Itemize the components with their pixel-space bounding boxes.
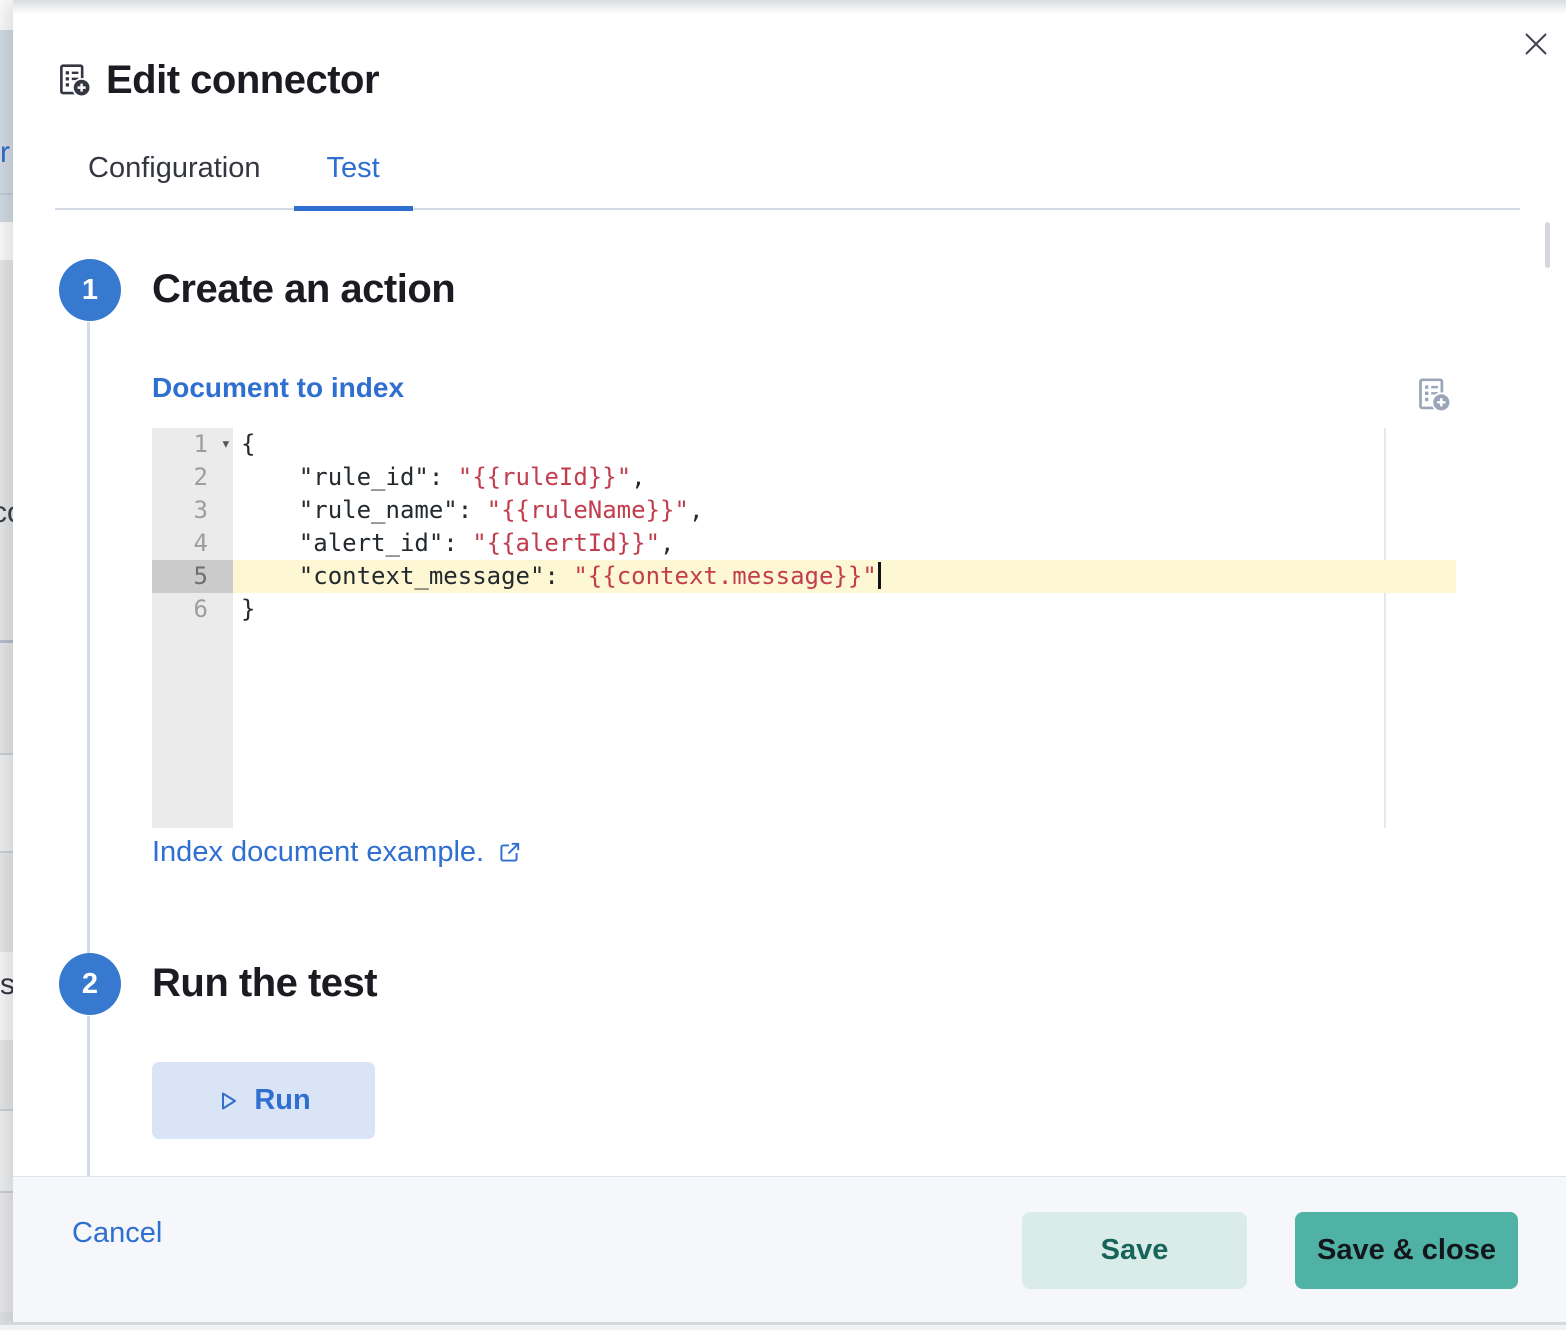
gutter-line-number[interactable]: 3 [193,496,208,524]
cancel-button[interactable]: Cancel [72,1217,163,1249]
step-1-number: 1 [59,259,121,321]
bg-block [0,1109,13,1191]
index-document-example-link[interactable]: Index document example. [152,836,522,869]
bg-block: s [0,952,13,1040]
bg-block [0,1191,13,1312]
bg-text-fragment: s [0,968,13,1001]
code-line[interactable]: "rule_name": "{{ruleName}}", [241,496,704,524]
bg-block [0,753,13,851]
code-line[interactable]: "context_message": "{{context.message}}" [233,560,1456,593]
play-icon [222,1092,237,1109]
bg-block [0,222,13,260]
gutter-line-number[interactable]: 6 [193,595,208,623]
step-connector-line [87,1016,90,1176]
scrollbar-thumb[interactable] [1545,222,1550,268]
close-button[interactable] [1510,18,1562,70]
step-2-number: 2 [59,953,121,1015]
flyout-top-shadow [13,0,1566,14]
bg-block [0,193,13,222]
flyout-footer: Cancel Save Save & close [13,1176,1566,1322]
window-bottom-strip [0,1325,1566,1330]
step-2-title: Run the test [152,961,378,1005]
flyout-header: Edit connector [57,58,380,103]
example-link-label: Index document example. [152,836,485,868]
save-button[interactable]: Save [1022,1212,1247,1289]
code-line[interactable]: { [241,430,256,458]
edit-connector-flyout: Edit connector Configuration Test 1 Creat… [13,0,1566,1330]
tabs: Configuration Test [55,128,1520,211]
gutter-line-number[interactable]: 1▾ [152,428,233,461]
tab-configuration[interactable]: Configuration [88,151,261,184]
tab-test[interactable]: Test [293,128,413,211]
external-link-icon [500,842,520,862]
gutter-line-number[interactable]: 2 [193,463,208,491]
text-cursor [877,562,881,589]
bg-block [0,0,13,30]
bg-block [0,1040,13,1109]
window-bottom-border [0,1322,1566,1325]
fold-caret-icon[interactable]: ▾ [220,434,231,454]
bg-block: r [0,30,13,193]
code-line[interactable]: "rule_id": "{{ruleId}}", [241,463,646,491]
flyout-title: Edit connector [106,58,380,102]
save-and-close-button[interactable]: Save & close [1295,1212,1518,1289]
gutter-line-number[interactable]: 5 [152,560,233,593]
background-page-strip: r co s [0,0,13,1330]
bg-block [0,851,13,952]
step-connector-line [87,322,90,953]
bg-text-fragment: co [0,498,13,528]
editor-print-margin [1384,428,1386,828]
run-button-label: Run [254,1084,311,1116]
bg-text-fragment: r [0,136,10,169]
index-document-gray-icon [1419,378,1452,413]
document-to-index-label: Document to index [152,372,405,403]
index-document-icon [60,64,92,98]
bg-block [0,640,13,753]
step-1-title: Create an action [152,267,456,311]
run-button[interactable]: Run [152,1062,375,1139]
editor-content-lines[interactable]: { "rule_id": "{{ruleId}}", "rule_name": … [233,428,1456,626]
code-line[interactable]: } [241,595,256,623]
code-line[interactable]: "alert_id": "{{alertId}}", [241,529,675,557]
gutter-line-number[interactable]: 4 [193,529,208,557]
bg-block: co [0,260,13,640]
close-icon [1525,33,1547,55]
